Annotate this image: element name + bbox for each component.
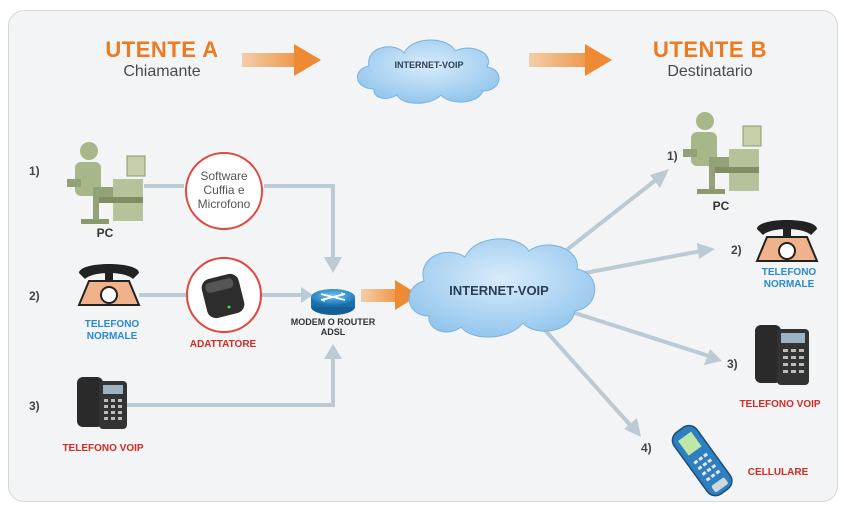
- software-label: Software Cuffia e Microfono: [197, 169, 251, 211]
- header-cloud-label: INTERNET-VOIP: [394, 60, 464, 70]
- right-pc-icon: [683, 112, 762, 194]
- left-telefono-normale-label: TELEFONO NORMALE: [84, 319, 140, 342]
- header-cloud: [357, 39, 500, 104]
- software-circle: [185, 152, 263, 230]
- left-pc-icon: [67, 142, 146, 224]
- modem-label: MODEM O ROUTER ADSL: [290, 317, 376, 337]
- adapter-icon: [186, 257, 262, 333]
- user-a-title: UTENTE A: [105, 37, 219, 62]
- user-a-subtitle: Chiamante: [123, 63, 201, 80]
- right-connectors: [542, 177, 710, 428]
- arrowhead-right-4: [624, 418, 641, 437]
- right-telefono-voip-label: TELEFONO VOIP: [739, 399, 821, 410]
- center-cloud: [408, 238, 596, 338]
- router-icon: [311, 289, 355, 315]
- adattatore-label: ADATTATORE: [189, 339, 257, 350]
- header-arrow-right: [529, 44, 612, 76]
- user-b-title: UTENTE B: [653, 37, 767, 62]
- header-arrow-left: [242, 44, 321, 76]
- right-row4-number: 4): [641, 441, 652, 455]
- connector-arrowhead-side: [301, 287, 313, 303]
- right-row3-number: 3): [727, 357, 738, 371]
- diagram-canvas: [67, 39, 819, 497]
- connector-arrowhead-top: [324, 257, 342, 273]
- right-normal-phone-icon: [755, 220, 819, 262]
- modem-to-cloud-arrow: [361, 280, 419, 310]
- user-b-subtitle: Destinatario: [667, 63, 753, 80]
- arrowhead-right-1: [650, 169, 669, 188]
- left-normal-phone-icon: [77, 264, 141, 306]
- right-voip-phone-icon: [755, 325, 809, 385]
- left-row3-number: 3): [29, 399, 40, 413]
- left-pc-label: PC: [96, 226, 114, 240]
- left-row2-number: 2): [29, 289, 40, 303]
- left-connectors: [127, 184, 335, 407]
- arrowhead-right-3: [704, 349, 722, 365]
- right-pc-label: PC: [712, 199, 730, 213]
- right-row2-number: 2): [731, 243, 742, 257]
- left-voip-phone-icon: [77, 377, 127, 429]
- center-cloud-label: INTERNET-VOIP: [449, 283, 549, 298]
- left-telefono-voip-label: TELEFONO VOIP: [62, 443, 144, 454]
- cellulare-label: CELLULARE: [747, 467, 809, 478]
- arrowhead-right-2: [697, 243, 715, 259]
- right-row1-number: 1): [667, 149, 678, 163]
- cellphone-icon: [671, 424, 733, 497]
- right-telefono-normale-label: TELEFONO NORMALE: [761, 267, 817, 290]
- left-row1-number: 1): [29, 164, 40, 178]
- diagram-frame: UTENTE A Chiamante UTENTE B Destinatario…: [8, 10, 838, 502]
- connector-arrowhead-bottom: [324, 344, 342, 359]
